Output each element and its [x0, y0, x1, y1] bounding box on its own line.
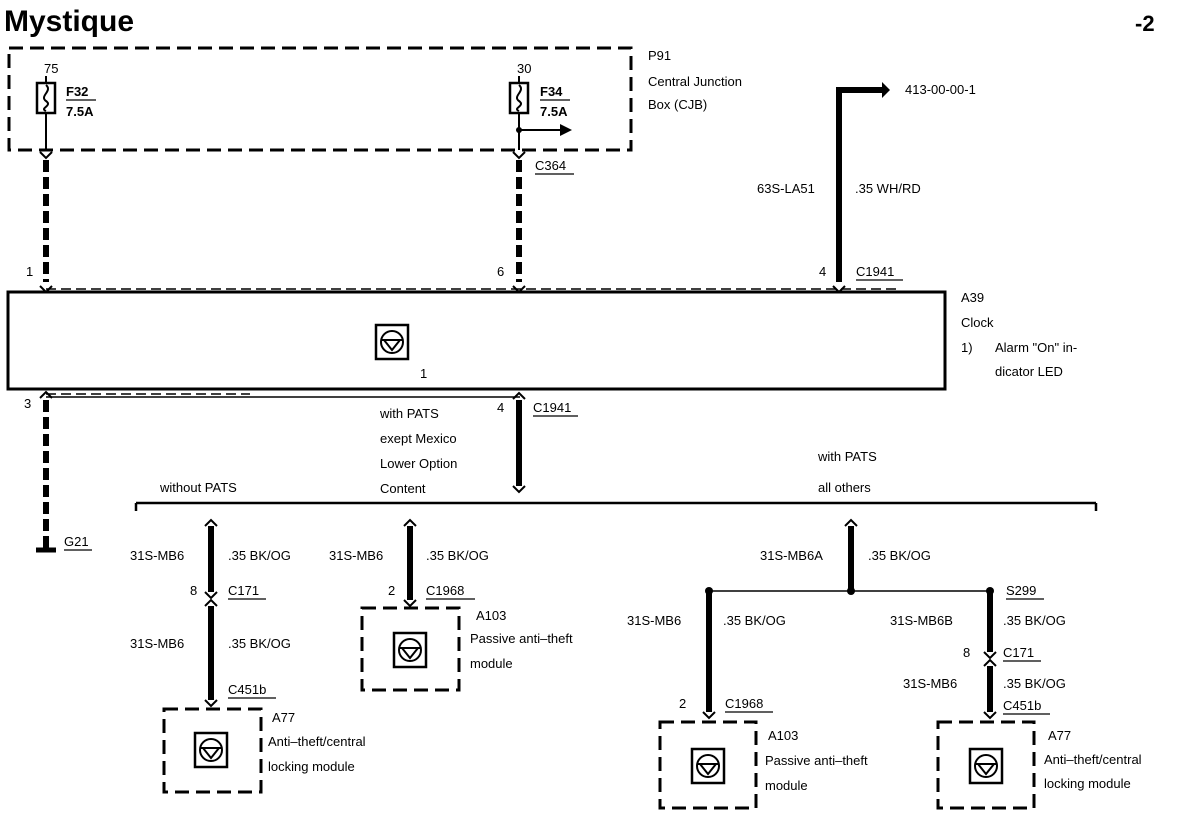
a103-right-id: A103: [768, 728, 798, 743]
a103-mid-id: A103: [476, 608, 506, 623]
a103-right-line1: Passive anti–theft: [765, 753, 868, 768]
ref-413: 413-00-00-1: [905, 82, 976, 97]
module-symbol-icon: [193, 731, 229, 769]
clock-note-line2: dicator LED: [995, 364, 1063, 379]
connector-c451b-left: C451b: [228, 682, 266, 697]
clock-inner-pin: 1: [420, 366, 427, 381]
connector-c1968-right: C1968: [725, 696, 763, 711]
cjb-box: [7, 46, 633, 152]
a77-left-line2: locking module: [268, 759, 355, 774]
a103-mid-line1: Passive anti–theft: [470, 631, 573, 646]
pin-c171-right: 8: [963, 645, 970, 660]
connector-c1941-bottom: C1941: [533, 400, 571, 415]
a103-right-box: [658, 720, 758, 810]
fuse-f34-rating: 7.5A: [540, 104, 568, 119]
wire-color-right-left: .35 BK/OG: [723, 613, 786, 628]
fuse-icon: [35, 81, 57, 115]
cjb-id: P91: [648, 48, 671, 63]
connector-c171-left: C171: [228, 583, 259, 598]
wire-circuit-mid: 31S-MB6: [329, 548, 383, 563]
clock-note-number: 1): [961, 340, 973, 355]
connector-c364: C364: [535, 158, 566, 173]
a77-right-line2: locking module: [1044, 776, 1131, 791]
page-title: Mystique: [4, 5, 134, 38]
clock-box: [6, 290, 947, 391]
arrow-icon: [560, 124, 572, 136]
condition-with-pats-1: with PATS: [379, 406, 439, 421]
a77-left-box: [162, 707, 263, 794]
page-number: -2: [1135, 11, 1155, 36]
wire-circuit-63s: 63S-LA51: [757, 181, 815, 196]
wire-color-right-low: .35 BK/OG: [1003, 676, 1066, 691]
wire-circuit-left-b: 31S-MB6: [130, 636, 184, 651]
condition-with-pats-4: Content: [380, 481, 426, 496]
a77-right-id: A77: [1048, 728, 1071, 743]
clock-name: Clock: [961, 315, 994, 330]
clock-pin-6: 6: [497, 264, 504, 279]
wire-circuit-right-right: 31S-MB6B: [890, 613, 953, 628]
fuse-icon: [508, 81, 530, 115]
fuse-f32-id: F32: [66, 84, 88, 99]
condition-with-pats-others-1: with PATS: [817, 449, 877, 464]
clock-pin-1: 1: [26, 264, 33, 279]
condition-with-pats-3: Lower Option: [380, 456, 457, 471]
wire-color-left-b: .35 BK/OG: [228, 636, 291, 651]
fuse-f34-pin: 30: [517, 61, 531, 76]
wire-circuit-right-top: 31S-MB6A: [760, 548, 823, 563]
cjb-name-line2: Box (CJB): [648, 97, 707, 112]
a103-mid-box: [360, 606, 461, 692]
condition-without-pats: without PATS: [159, 480, 237, 495]
clock-pin-4-bottom: 4: [497, 400, 504, 415]
module-symbol-icon: [392, 631, 428, 669]
condition-with-pats-2: exept Mexico: [380, 431, 457, 446]
a103-right-line2: module: [765, 778, 808, 793]
wire-circuit-right-low: 31S-MB6: [903, 676, 957, 691]
module-symbol-icon: [968, 747, 1004, 785]
module-symbol-icon: [374, 323, 410, 361]
clock-pin-4-top: 4: [819, 264, 826, 279]
connector-c451b-right: C451b: [1003, 698, 1041, 713]
a77-left-line1: Anti–theft/central: [268, 734, 366, 749]
splice-s299: S299: [1006, 583, 1036, 598]
wire-color-right-right: .35 BK/OG: [1003, 613, 1066, 628]
pin-c171-left: 8: [190, 583, 197, 598]
condition-with-pats-others-2: all others: [818, 480, 871, 495]
a77-left-id: A77: [272, 710, 295, 725]
wire-circuit-left-a: 31S-MB6: [130, 548, 184, 563]
pin-c1968-right: 2: [679, 696, 686, 711]
wire-color-wh-rd: .35 WH/RD: [855, 181, 921, 196]
connector-c1968-mid: C1968: [426, 583, 464, 598]
ground-g21: G21: [64, 534, 89, 549]
a77-right-line1: Anti–theft/central: [1044, 752, 1142, 767]
clock-note-line1: Alarm "On" in-: [995, 340, 1077, 355]
wire-color-left-a: .35 BK/OG: [228, 548, 291, 563]
clock-id: A39: [961, 290, 984, 305]
connector-c1941-top: C1941: [856, 264, 894, 279]
wire-circuit-right-left: 31S-MB6: [627, 613, 681, 628]
fuse-f34-id: F34: [540, 84, 563, 99]
fuse-f32-rating: 7.5A: [66, 104, 94, 119]
wire-color-right-top: .35 BK/OG: [868, 548, 931, 563]
pin-c1968-mid: 2: [388, 583, 395, 598]
clock-pin-3: 3: [24, 396, 31, 411]
cjb-name-line1: Central Junction: [648, 74, 742, 89]
arrow-icon: [882, 82, 890, 98]
module-symbol-icon: [690, 747, 726, 785]
connector-c171-right: C171: [1003, 645, 1034, 660]
a77-right-box: [936, 720, 1036, 810]
a103-mid-line2: module: [470, 656, 513, 671]
fuse-f32-pin: 75: [44, 61, 58, 76]
wire-color-mid: .35 BK/OG: [426, 548, 489, 563]
